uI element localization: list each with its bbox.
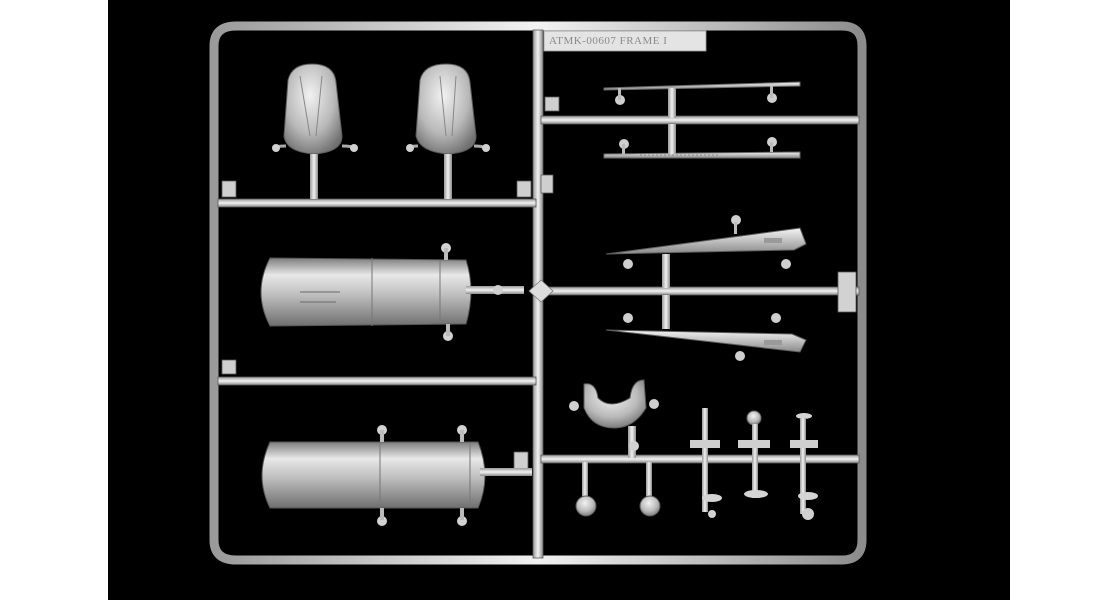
black-background — [108, 0, 1010, 600]
lens-part — [575, 462, 597, 517]
frame-tab — [221, 180, 237, 198]
runner-left-2 — [217, 376, 537, 386]
canopy-left — [272, 63, 358, 199]
post-part — [790, 413, 818, 520]
nacelle-lower — [261, 425, 532, 526]
outer-frame — [209, 21, 867, 565]
blade-upper-a — [603, 81, 801, 118]
runner-right-2 — [540, 286, 860, 296]
frame-tab — [544, 96, 560, 112]
white-border-left — [0, 0, 108, 600]
sprue-stamp: ATMK-00607 FRAME I — [549, 35, 668, 47]
runner-left-1 — [217, 198, 537, 208]
nacelle-upper — [260, 243, 524, 341]
runner-hub — [528, 279, 554, 303]
runner-right-3 — [540, 454, 860, 464]
wing-a — [605, 215, 807, 288]
blade-upper-b — [603, 124, 801, 159]
sprue-frame — [209, 21, 867, 565]
frame-tab — [221, 359, 237, 375]
white-border-right — [1010, 0, 1120, 600]
lens-part — [639, 462, 661, 517]
frame-tab — [837, 271, 857, 313]
stamp-plate — [543, 30, 707, 52]
runner-right-1 — [540, 115, 860, 125]
frame-tab — [516, 180, 532, 198]
wing-b — [605, 295, 807, 361]
frame-tab — [540, 174, 554, 194]
post-part — [690, 408, 722, 518]
saddle-bracket — [569, 379, 659, 458]
canopy-right — [406, 63, 490, 199]
post-part — [738, 410, 770, 498]
